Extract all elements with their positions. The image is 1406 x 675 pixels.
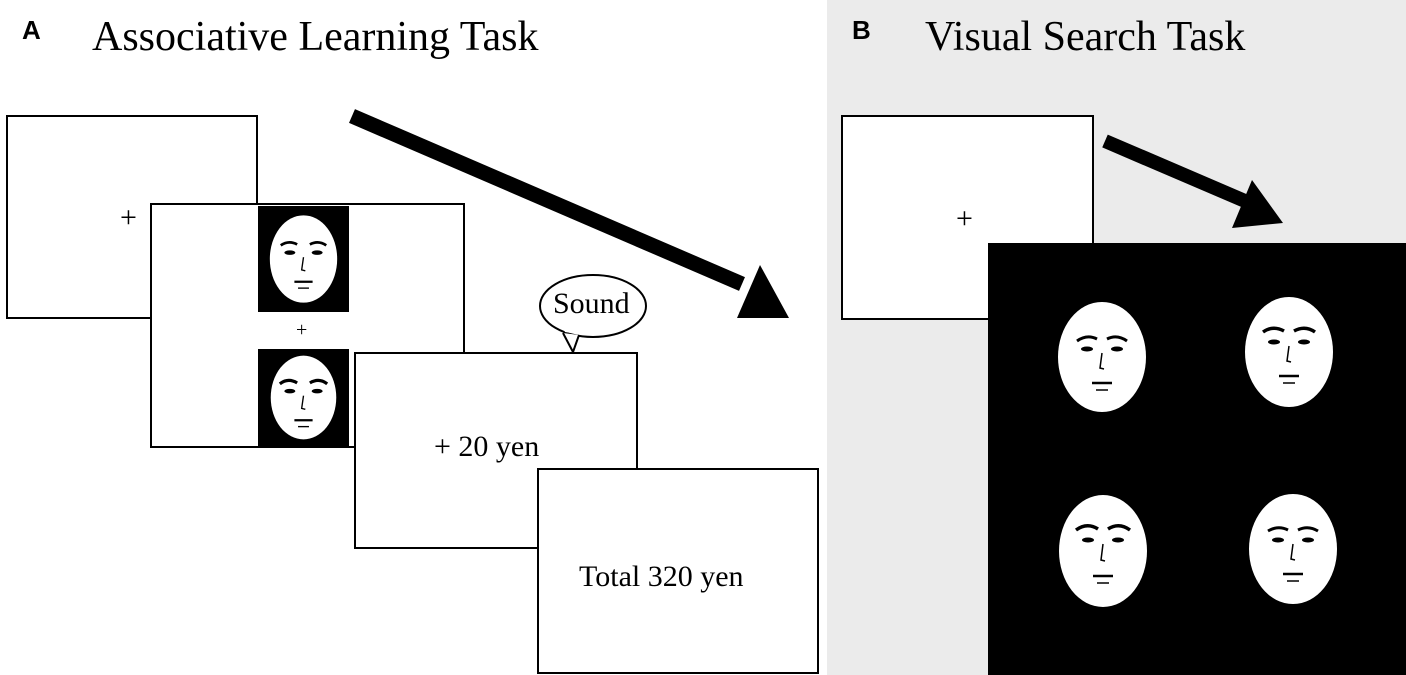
total-screen: Total 320 yen	[537, 468, 819, 674]
search-fixation-cross: +	[956, 202, 973, 235]
face-image-bottom	[258, 349, 349, 446]
pair-fixation-cross: +	[296, 319, 308, 341]
time-arrow-a	[349, 109, 789, 318]
search-array-screen	[988, 243, 1406, 675]
sound-label: Sound	[553, 287, 630, 320]
search-face-top-right	[1244, 296, 1334, 408]
panel-b-label: B	[852, 15, 871, 45]
search-face-bottom-left	[1058, 494, 1148, 608]
panel-b-title: Visual Search Task	[925, 14, 1246, 60]
panel-a-title: Associative Learning Task	[92, 14, 539, 60]
total-text: Total 320 yen	[579, 560, 744, 593]
fixation-cross: +	[120, 201, 137, 234]
time-arrow-b	[1102, 134, 1283, 228]
search-face-bottom-right	[1248, 493, 1338, 605]
sound-speech-bubble	[539, 274, 647, 353]
face-image-top	[258, 206, 349, 312]
feedback-screen: + 20 yen	[354, 352, 638, 549]
feedback-text: + 20 yen	[434, 430, 540, 463]
search-face-top-left	[1057, 301, 1147, 413]
panel-a-label: A	[22, 15, 41, 45]
